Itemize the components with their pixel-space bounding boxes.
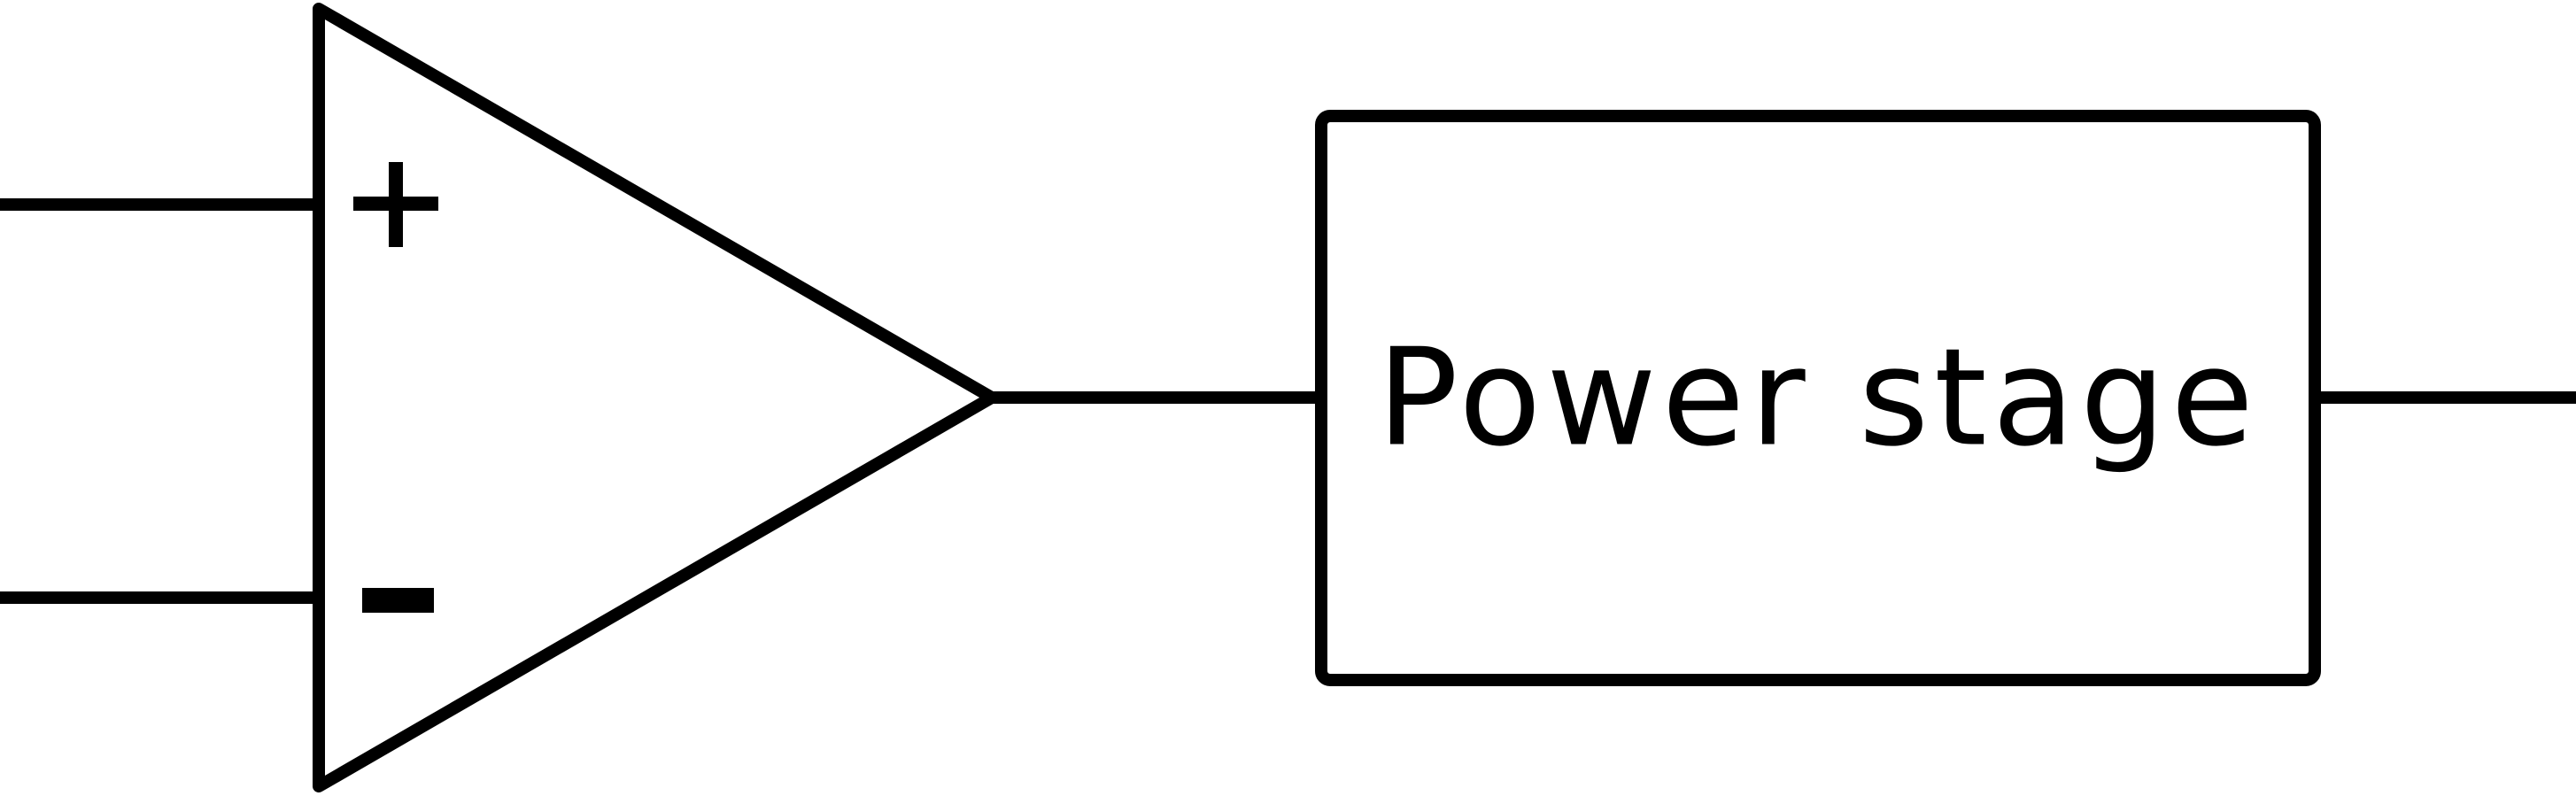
- power-stage-label: Power stage: [1377, 320, 2259, 476]
- plus-sign-icon: [353, 162, 438, 247]
- op-amp-triangle: [313, 3, 998, 792]
- minus-sign-icon: [362, 588, 434, 613]
